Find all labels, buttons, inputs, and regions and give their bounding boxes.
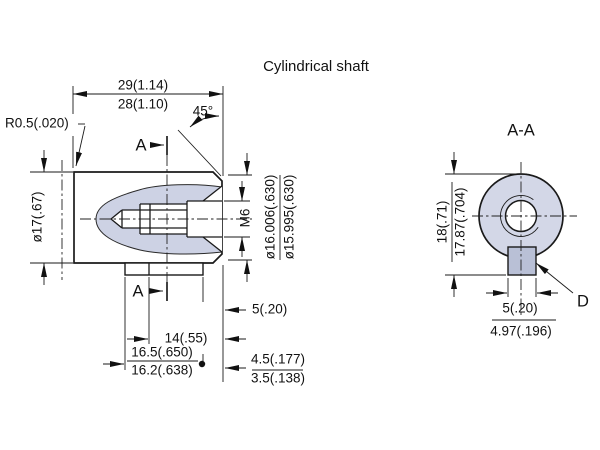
key-section [507,246,537,276]
key-length-max-label: 16.5(.650) [131,345,193,360]
end-clearance-max-label: 4.5(.177) [251,352,305,367]
callout-corner-radius: R0.5(.020) [5,116,86,167]
dim-chamfer-angle: 45° [177,104,222,177]
overall-height-min-label: 17.87(.704) [453,187,468,256]
drawing-title: Cylindrical shaft [263,58,370,75]
dim-key-length: 16.5(.650) 16.2(.638) [103,345,206,378]
shaft-dia-min-label: ø15.995(.630) [282,175,297,260]
dim-origin-dot [198,360,206,368]
section-marker-top: A [135,136,168,155]
dim-body-diameter: ø17(.67) [30,150,73,285]
key-length-min-label: 16.2(.638) [131,363,193,378]
dim-key-width: 5(.20) 4.97(.196) [486,278,558,339]
key-detail-label: D [577,292,589,310]
front-view: 29(1.14) 28(1.10) R0.5(.020) ø17(.67) 45… [5,78,305,386]
callout-key-detail: D [535,262,589,310]
dim-overall-height: 18(.71) 17.87(.704) [435,152,527,297]
length-min-label: 28(1.10) [118,97,168,112]
section-view-aa: A-A 18(.71) 17.87(.704) 5(.20) 4.97(.196… [435,121,589,338]
chamfer-angle-label: 45° [193,104,213,119]
thread-depth-label: 14(.55) [165,331,208,346]
dim-thread-depth: 14(.55) [127,331,246,346]
section-marker-bottom: A [132,282,168,301]
end-clearance-min-label: 3.5(.138) [251,371,305,386]
dim-shaft-fit-diameter: ø16.006(.630) ø15.995(.630) [228,153,297,282]
dim-thread: M6 [224,181,253,257]
dim-shaft-length: 29(1.14) 28(1.10) [72,78,224,176]
thread-arc [500,195,542,237]
section-letter-top: A [135,136,146,154]
radius-label: R0.5(.020) [5,116,69,131]
dim-face-offset: 5(.20) [225,302,287,317]
face-offset-label: 5(.20) [252,302,287,317]
section-letter-bottom: A [132,282,143,300]
dim-end-clearance: 4.5(.177) 3.5(.138) [225,352,305,386]
tapped-hole-lines [109,185,223,253]
key-width-nom-label: 5(.20) [502,301,537,316]
bottom-extension-lines [124,265,224,382]
section-view-title: A-A [507,121,535,139]
length-max-label: 29(1.14) [118,78,168,93]
shaft-dia-max-label: ø16.006(.630) [263,175,278,260]
thread-label: M6 [238,209,253,228]
overall-height-max-label: 18(.71) [435,201,450,244]
key-side-view [124,262,204,276]
body-diameter-label: ø17(.67) [30,191,45,242]
key-width-act-label: 4.97(.196) [490,324,552,339]
